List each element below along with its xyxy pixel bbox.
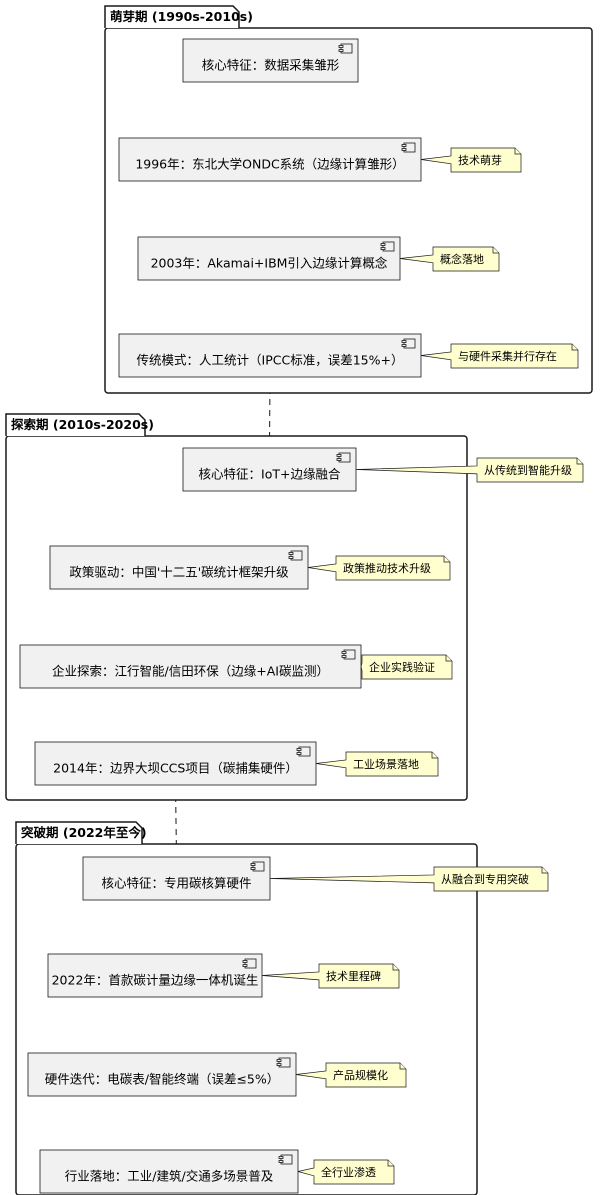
component-s3[interactable]: 2003年：Akamai+IBM引入边缘计算概念 [137, 236, 401, 281]
package-label: 萌芽期 (1990s-2010s) [110, 9, 253, 24]
component-box[interactable] [34, 741, 317, 786]
note-fold [445, 655, 452, 662]
note-s2: 技术萌芽 [420, 147, 522, 173]
component-box[interactable] [182, 447, 357, 492]
note-label: 与硬件采集并行存在 [458, 349, 557, 363]
component-box[interactable] [118, 333, 422, 378]
component-e4[interactable]: 2014年：边界大坝CCS项目（碳捕集硬件） [34, 741, 317, 786]
component-label: 硬件迭代：电碳表/智能终端（误差≤5%） [45, 1072, 280, 1087]
note-s4: 与硬件采集并行存在 [420, 343, 579, 369]
package-label: 探索期 (2010s-2020s) [11, 417, 154, 432]
component-label: 2022年：首款碳计量边缘一体机诞生 [52, 973, 259, 988]
component-label: 企业探索：江行智能/信田环保（边缘+AI碳监测） [52, 664, 329, 679]
note-label: 技术萌芽 [458, 153, 502, 167]
note-b3: 产品规模化 [295, 1062, 407, 1088]
package-explore: 探索期 (2010s-2020s) [5, 413, 468, 801]
note-e3: 企业实践验证 [360, 654, 453, 680]
component-box[interactable] [82, 856, 271, 901]
component-box[interactable] [47, 953, 263, 998]
note-s3: 概念落地 [399, 246, 500, 272]
package-label: 突破期 (2022年至今) [21, 825, 147, 840]
component-box[interactable] [39, 1149, 299, 1194]
note-label: 从融合到专用突破 [441, 872, 529, 886]
component-icon [276, 1057, 291, 1068]
component-icon [296, 746, 311, 757]
component-label: 政策驱动：中国'十二五'碳统计框架升级 [69, 565, 289, 580]
component-box[interactable] [19, 644, 362, 689]
note-fold [392, 964, 399, 971]
component-box[interactable] [118, 137, 422, 182]
component-icon [401, 338, 416, 349]
component-e2[interactable]: 政策驱动：中国'十二五'碳统计框架升级 [49, 545, 309, 590]
component-icon [242, 958, 257, 969]
component-label: 行业落地：工业/建筑/交通多场景普及 [65, 1169, 274, 1184]
note-label: 概念落地 [440, 252, 484, 266]
component-label: 1996年：东北大学ONDC系统（边缘计算雏形） [135, 157, 404, 172]
component-label: 2014年：边界大坝CCS项目（碳捕集硬件） [53, 761, 298, 776]
component-b4[interactable]: 行业落地：工业/建筑/交通多场景普及 [39, 1149, 299, 1194]
component-e1[interactable]: 核心特征：IoT+边缘融合 [182, 447, 357, 492]
note-b1: 从融合到专用突破 [269, 866, 549, 892]
component-label: 传统模式：人工统计（IPCC标准，误差15%+） [137, 353, 404, 368]
component-box[interactable] [27, 1052, 297, 1097]
note-fold [571, 344, 578, 351]
note-e2: 政策推动技术升级 [307, 555, 451, 581]
note-b4: 全行业渗透 [297, 1159, 395, 1185]
note-fold [576, 458, 583, 465]
package-breakthrough: 突破期 (2022年至今) [15, 821, 478, 1195]
component-label: 核心特征：IoT+边缘融合 [199, 467, 341, 482]
component-icon [380, 241, 395, 252]
note-label: 企业实践验证 [369, 660, 435, 674]
note-fold [541, 867, 548, 874]
component-e3[interactable]: 企业探索：江行智能/信田环保（边缘+AI碳监测） [19, 644, 362, 689]
note-label: 全行业渗透 [321, 1165, 376, 1179]
component-s2[interactable]: 1996年：东北大学ONDC系统（边缘计算雏形） [118, 137, 422, 182]
note-fold [399, 1063, 406, 1070]
note-fold [387, 1160, 394, 1167]
component-label: 2003年：Akamai+IBM引入边缘计算概念 [151, 256, 388, 271]
component-label: 核心特征：专用碳核算硬件 [101, 876, 251, 891]
note-label: 产品规模化 [333, 1068, 388, 1082]
note-fold [492, 247, 499, 254]
note-label: 工业场景落地 [353, 757, 419, 771]
component-b2[interactable]: 2022年：首款碳计量边缘一体机诞生 [47, 953, 263, 998]
package-frame [15, 843, 478, 1195]
package-sprout: 萌芽期 (1990s-2010s) [104, 5, 593, 394]
package-tab [104, 5, 240, 28]
note-e4: 工业场景落地 [315, 751, 439, 777]
component-icon [341, 649, 356, 660]
component-icon [288, 550, 303, 561]
component-box[interactable] [49, 545, 309, 590]
note-fold [431, 752, 438, 759]
component-icon [250, 861, 265, 872]
note-e1: 从传统到智能升级 [355, 457, 584, 483]
note-label: 从传统到智能升级 [484, 463, 572, 477]
component-s1[interactable]: 核心特征：数据采集雏形 [182, 38, 359, 83]
package-frame [5, 435, 468, 801]
component-box[interactable] [182, 38, 359, 83]
component-icon [336, 452, 351, 463]
component-label: 核心特征：数据采集雏形 [202, 58, 340, 73]
note-b2: 技术里程碑 [261, 963, 400, 989]
note-fold [443, 556, 450, 563]
component-s4[interactable]: 传统模式：人工统计（IPCC标准，误差15%+） [118, 333, 422, 378]
component-b1[interactable]: 核心特征：专用碳核算硬件 [82, 856, 271, 901]
note-label: 技术里程碑 [326, 970, 381, 983]
component-icon [338, 43, 353, 54]
component-b3[interactable]: 硬件迭代：电碳表/智能终端（误差≤5%） [27, 1052, 297, 1097]
package-tab [15, 821, 143, 844]
component-icon [401, 142, 416, 153]
note-label: 政策推动技术升级 [343, 561, 431, 575]
package-tab [5, 413, 146, 436]
note-fold [514, 148, 521, 155]
component-icon [278, 1154, 293, 1165]
component-box[interactable] [137, 236, 401, 281]
package-frame [104, 27, 593, 394]
